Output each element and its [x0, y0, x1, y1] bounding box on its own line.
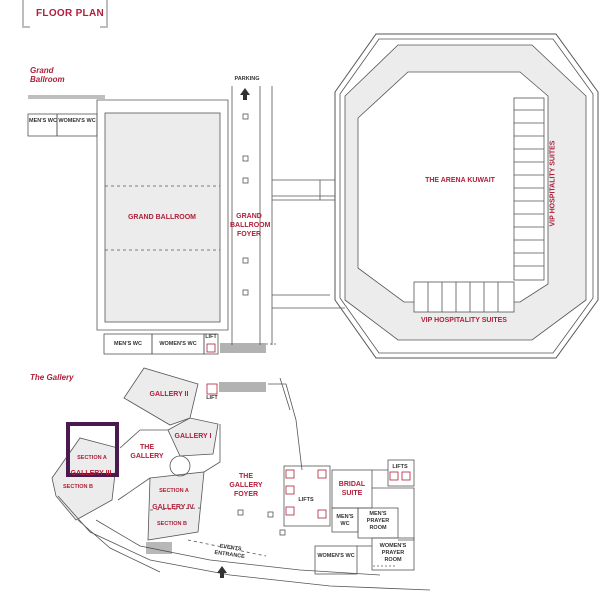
- mens-wc-gallery-label: MEN'S WC: [336, 514, 354, 527]
- mens-prayer-label: MEN'S PRAYER ROOM: [366, 511, 390, 531]
- womens-prayer-room: [371, 537, 415, 571]
- gallery-i-label: GALLERY I: [174, 433, 212, 440]
- womens-wc-bottom-label: WOMEN'S WC: [159, 341, 197, 347]
- lift-gallery-label: LIFT: [206, 395, 218, 401]
- gallery-iv-label: GALLERY IV: [152, 504, 194, 511]
- womens-wc-gallery-room: [314, 545, 358, 575]
- parking-label: PARKING: [234, 76, 260, 82]
- womens-prayer-label: WOMEN'S PRAYER ROOM: [379, 543, 407, 563]
- entrance-arrow-icon: [217, 566, 227, 578]
- title-bracket-right: [100, 0, 108, 28]
- section-b-iv-label: SECTION B: [157, 521, 187, 527]
- section-a-iii-label: SECTION A: [77, 455, 107, 461]
- mens-wc-top-label: MEN'S WC: [29, 118, 57, 124]
- grand-ballroom-label: GRAND BALLROOM: [127, 214, 197, 221]
- womens-wc-gallery-label: WOMEN'S WC: [317, 553, 355, 559]
- gallery-section-label: The Gallery: [30, 373, 74, 382]
- parking-arrow-icon: [240, 88, 250, 100]
- gallery-iii-label: GALLERY III: [70, 470, 112, 477]
- vip-suites-bottom-label: VIP HOSPITALITY SUITES: [421, 317, 507, 324]
- lifts-middle-label: LIFTS: [298, 497, 314, 503]
- the-gallery-label: THE GALLERY: [130, 444, 164, 460]
- grand-ballroom-room: [104, 112, 221, 323]
- lift-ballroom-label: LIFT: [205, 334, 217, 340]
- highlighted-section-marker: [66, 422, 119, 477]
- floor-plan-header: FLOOR PLAN: [22, 0, 108, 28]
- gallery-ii-label: GALLERY II: [149, 391, 189, 398]
- section-b-iii-label: SECTION B: [63, 484, 93, 490]
- gallery-foyer-label: THE GALLERY FOYER: [229, 473, 263, 498]
- mens-wc-bottom-label: MEN'S WC: [114, 341, 142, 347]
- gallery-i-room: [167, 417, 219, 457]
- grand-ballroom-foyer-label: GRAND BALLROOM FOYER: [230, 213, 271, 238]
- gallery-ii-room: [123, 367, 199, 426]
- title-bracket-left: [22, 0, 30, 28]
- arena-kuwait-label: THE ARENA KUWAIT: [425, 177, 495, 184]
- womens-wc-top-label: WOMEN'S WC: [58, 118, 96, 124]
- grand-ballroom-section-label: Grand Ballroom: [30, 66, 65, 84]
- vip-suites-vertical-label: VIP HOSPITALITY SUITES: [549, 140, 557, 227]
- section-a-iv-label: SECTION A: [159, 488, 189, 494]
- lifts-upper-label: LIFTS: [392, 464, 408, 470]
- page-title: FLOOR PLAN: [36, 8, 104, 19]
- bridal-suite-label: BRIDAL SUITE: [338, 481, 366, 497]
